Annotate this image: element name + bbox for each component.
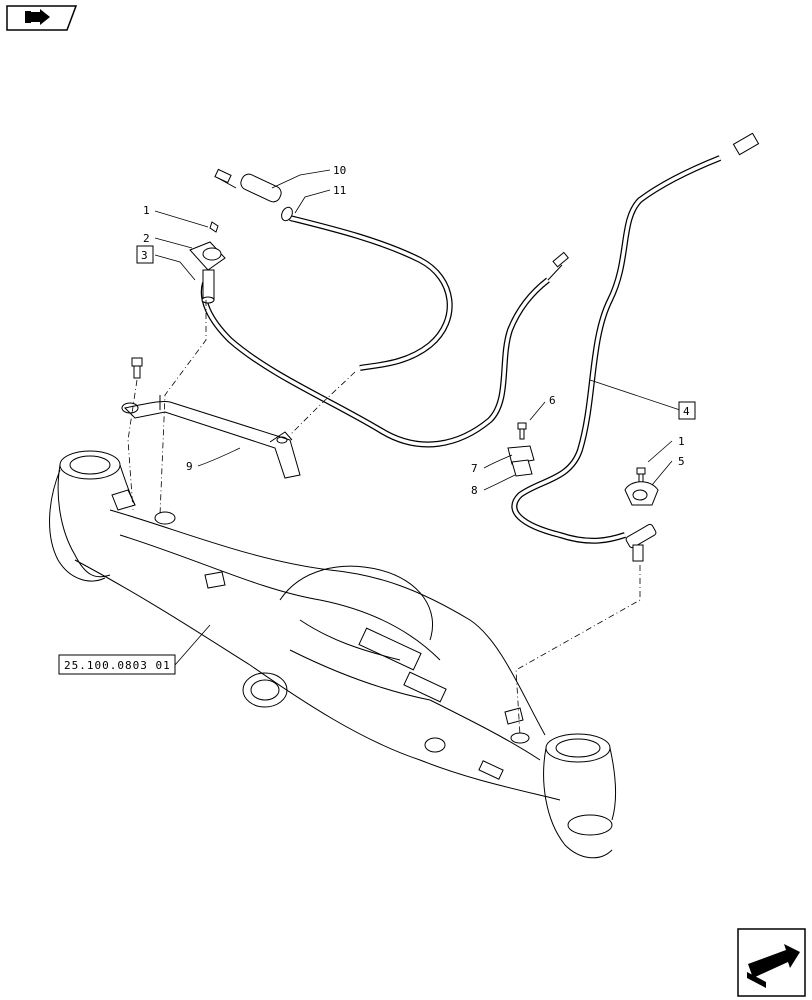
callout-1-left: 1 [143, 204, 150, 217]
next-page-arrow-icon[interactable] [737, 928, 806, 997]
callout-4-box: 4 [678, 401, 696, 420]
callout-6: 6 [549, 394, 556, 407]
svg-text:10: 10 [333, 164, 346, 177]
callout-8: 8 [471, 484, 478, 497]
svg-text:2: 2 [143, 232, 150, 245]
svg-text:1: 1 [143, 204, 150, 217]
sensor-cable-left [200, 251, 569, 448]
bolt-left [131, 357, 143, 379]
svg-text:1: 1 [678, 435, 685, 448]
svg-text:25.100.0803 01: 25.100.0803 01 [64, 659, 171, 672]
callout-11: 11 [333, 184, 346, 197]
sensor-cable-right [511, 132, 760, 562]
leader-lines [154, 169, 681, 666]
reference-link[interactable]: 25.100.0803 01 [58, 654, 176, 675]
book-arrow-icon[interactable] [6, 5, 78, 31]
callout-2: 2 [143, 232, 150, 245]
svg-text:8: 8 [471, 484, 478, 497]
extension-cable [214, 168, 453, 371]
svg-text:9: 9 [186, 460, 193, 473]
svg-text:11: 11 [333, 184, 346, 197]
clip-assembly [507, 422, 535, 477]
svg-text:3: 3 [141, 249, 148, 262]
assembly-lines [127, 300, 641, 736]
callout-7: 7 [471, 462, 478, 475]
callout-3-box: 3 [136, 245, 154, 264]
right-speed-sensor [624, 467, 659, 506]
callout-9: 9 [186, 460, 193, 473]
left-speed-sensor [189, 221, 226, 304]
axle-housing [49, 450, 617, 859]
svg-text:5: 5 [678, 455, 685, 468]
svg-text:4: 4 [683, 405, 690, 418]
svg-text:7: 7 [471, 462, 478, 475]
callout-10: 10 [333, 164, 346, 177]
callout-1-right: 1 [678, 435, 685, 448]
bracket-9 [121, 395, 301, 479]
svg-text:6: 6 [549, 394, 556, 407]
callout-5: 5 [678, 455, 685, 468]
